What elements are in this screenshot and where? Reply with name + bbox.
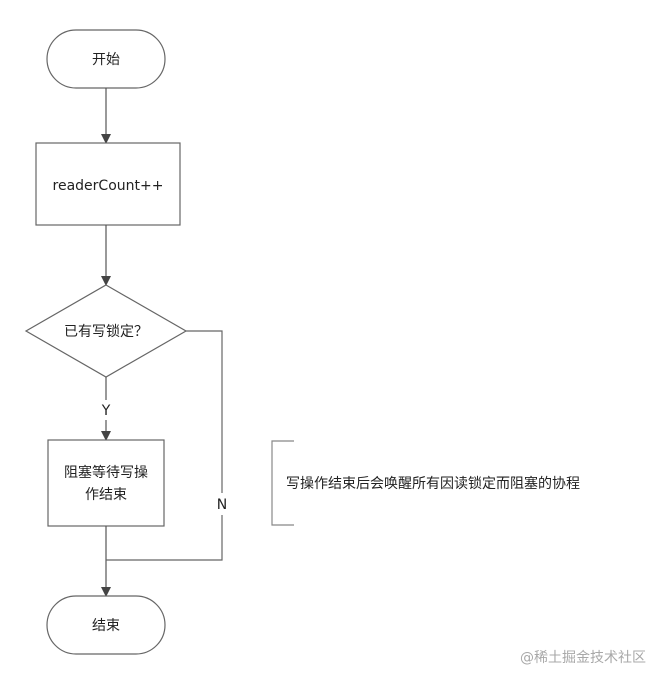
edge-decision-no-path [106, 330, 223, 561]
decision-node: 已有写锁定？ [24, 284, 188, 378]
no-label-bg [214, 493, 230, 515]
annotation-text: 写操作结束后会唤醒所有因读锁定而阻塞的协程 [286, 475, 580, 492]
start-label: 开始 [92, 52, 120, 68]
start-node: 开始 [46, 29, 166, 89]
end-node: 结束 [46, 595, 166, 655]
no-label: N [217, 497, 227, 513]
end-label: 结束 [92, 618, 120, 634]
decision-label: 已有写锁定？ [64, 324, 148, 340]
block-node: 阻塞等待写操 作结束 [47, 439, 165, 527]
increment-label: readerCount++ [53, 178, 164, 194]
block-label-line1: 阻塞等待写操 [64, 464, 148, 481]
annotation: 写操作结束后会唤醒所有因读锁定而阻塞的协程 [271, 440, 580, 526]
block-label-line2: 作结束 [85, 487, 127, 503]
yes-label: Y [101, 403, 111, 419]
watermark-text: @稀土掘金技术社区 [520, 650, 646, 666]
annotation-bracket [271, 440, 294, 526]
yes-label-bg [98, 400, 114, 420]
increment-node: readerCount++ [35, 142, 181, 226]
